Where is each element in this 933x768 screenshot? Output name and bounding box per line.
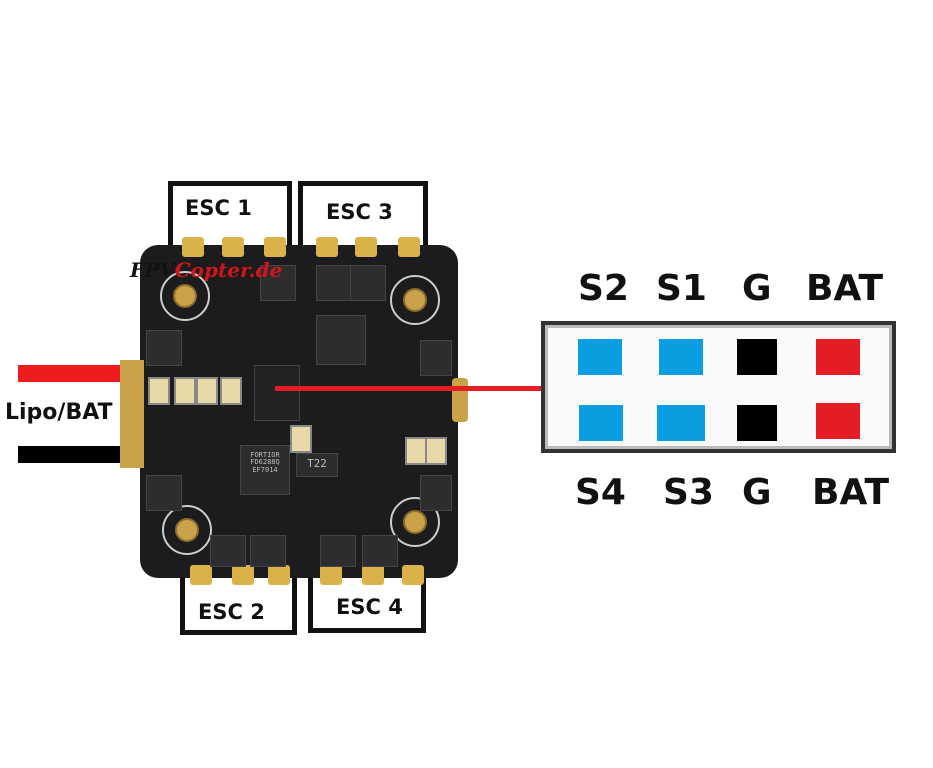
pin-bat (816, 403, 860, 439)
pin-label-bottom: G (742, 472, 772, 513)
capacitor (220, 377, 242, 405)
esc3-label: ESC 3 (326, 200, 393, 224)
motor-pad (182, 237, 204, 257)
mosfet (420, 340, 452, 376)
esc1-label: ESC 1 (185, 196, 252, 220)
motor-pad (355, 237, 377, 257)
negative-wire (18, 446, 138, 463)
mosfet (260, 265, 296, 301)
chip-marking-fortior: FORTIOR FD6288Q EF7014 (250, 452, 280, 474)
pin-s1 (659, 339, 703, 375)
pin-gnd (737, 405, 777, 441)
mount-hole (160, 271, 210, 321)
mosfet (146, 330, 182, 366)
mosfet (316, 265, 352, 301)
motor-pad (232, 565, 254, 585)
capacitor (174, 377, 196, 405)
motor-pad (268, 565, 290, 585)
capacitor (196, 377, 218, 405)
motor-pad (190, 565, 212, 585)
pin-bat (816, 339, 860, 375)
motor-pad (264, 237, 286, 257)
regulator-chip: T22 (296, 453, 338, 477)
mosfet (420, 475, 452, 511)
lipo-label: Lipo/BAT (5, 400, 113, 425)
motor-pad (316, 237, 338, 257)
connector-leader-line (275, 386, 543, 391)
pin-s2 (578, 339, 622, 375)
solder-tab (120, 360, 144, 468)
esc4-label: ESC 4 (336, 595, 403, 619)
chip-marking-t22: T22 (307, 458, 327, 470)
mosfet (320, 535, 356, 567)
capacitor (425, 437, 447, 465)
fpvcopter-logo: FPVCopter.de (130, 258, 283, 282)
motor-pad (398, 237, 420, 257)
mosfet (210, 535, 246, 567)
mosfet (350, 265, 386, 301)
mosfet (250, 535, 286, 567)
mosfet (362, 535, 398, 567)
pin-label-bottom: S4 (575, 472, 626, 513)
capacitor (148, 377, 170, 405)
motor-pad (402, 565, 424, 585)
pin-label-top: S2 (578, 268, 629, 309)
motor-pad (222, 237, 244, 257)
solder-tab (452, 378, 468, 422)
pin-label-bottom: S3 (663, 472, 714, 513)
capacitor (290, 425, 312, 453)
capacitor (405, 437, 427, 465)
pin-label-bottom: BAT (812, 472, 890, 513)
mcu-chip: FORTIOR FD6288Q EF7014 (240, 445, 290, 495)
pin-gnd (737, 339, 777, 375)
motor-pad (320, 565, 342, 585)
pin-s3 (657, 405, 705, 441)
esc-board: FORTIOR FD6288Q EF7014 T22 (140, 237, 458, 585)
motor-pad (362, 565, 384, 585)
mount-hole (390, 275, 440, 325)
mount-hole (162, 505, 212, 555)
mcu-chip (316, 315, 366, 365)
mosfet (146, 475, 182, 511)
pin-header (254, 365, 300, 421)
pin-label-top: G (742, 268, 772, 309)
esc2-label: ESC 2 (198, 600, 265, 624)
pin-s4 (579, 405, 623, 441)
pin-label-top: BAT (806, 268, 884, 309)
pin-label-top: S1 (656, 268, 707, 309)
positive-wire (18, 365, 138, 382)
